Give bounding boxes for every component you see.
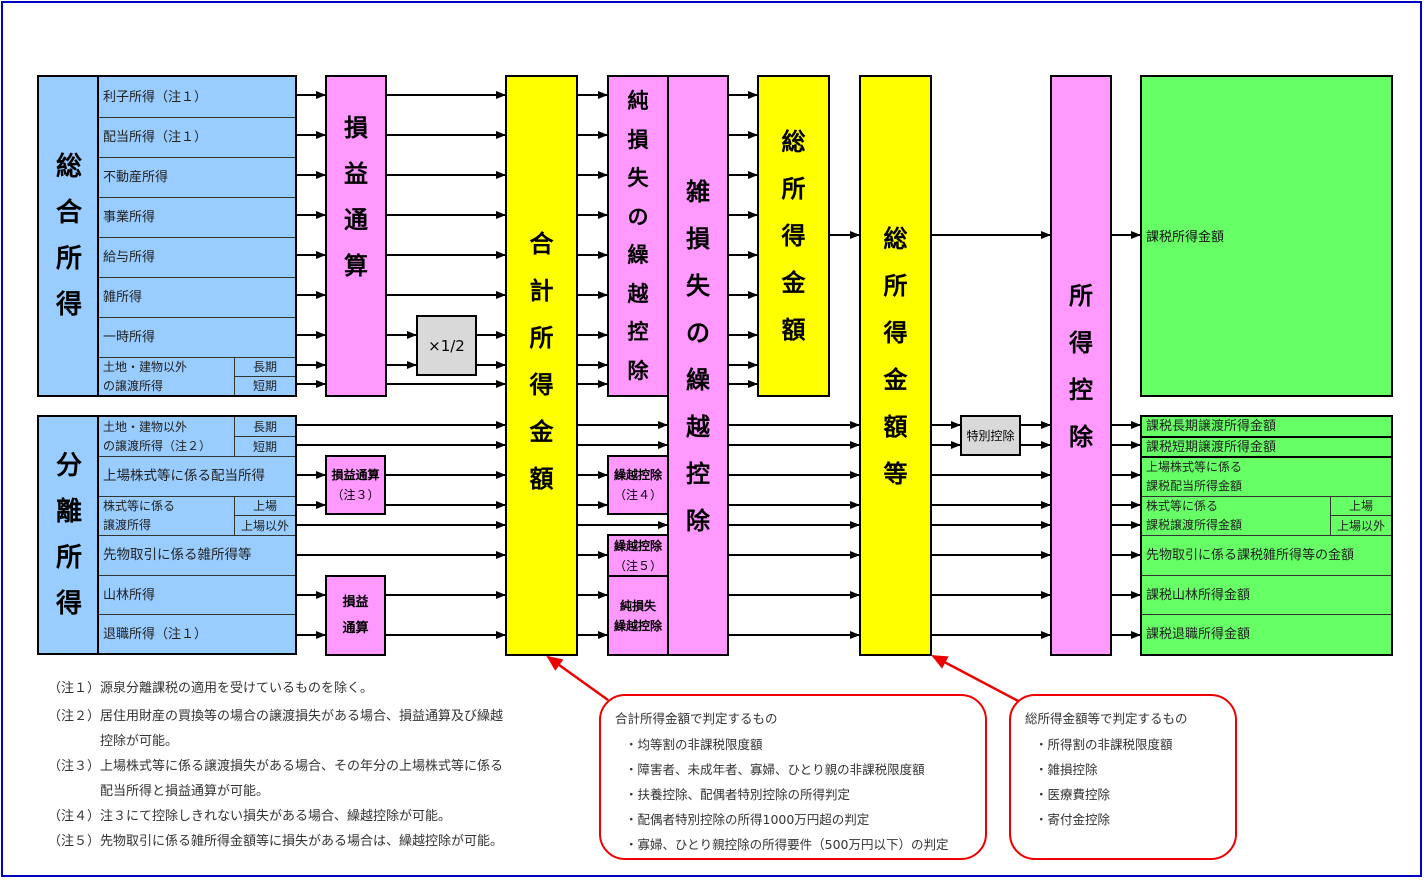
income-misc: 雑所得 <box>99 277 295 317</box>
kazei-shotoku-box: 課税所得金額 <box>1140 75 1393 397</box>
half-multiplier-label: ×1/2 <box>428 336 465 355</box>
bunri-stock-unlisted: 上場以外 <box>234 515 295 535</box>
so-shotoku-kingaku-box: 総 所 得 金 額 <box>757 75 830 397</box>
bunri-shotoku-title: 分 離 所 得 <box>55 451 82 619</box>
result-dividend-line1: 上場株式等に係る <box>1142 456 1391 476</box>
shotoku-kojo-label: 所 得 控 除 <box>1069 282 1093 451</box>
bunri-forest: 山林所得 <box>99 575 295 614</box>
tokubetsu-kojo-box: 特別控除 <box>960 415 1021 456</box>
bunri-retirement: 退職所得（注１） <box>99 614 295 653</box>
kurikoshi-note4-box: 繰越控除 （注４） <box>607 455 669 515</box>
gokei-shotoku-kingaku-box: 合 計 所 得 金 額 <box>505 75 578 656</box>
soneki-sanrin-label: 損益 通算 <box>342 594 369 636</box>
income-transfer-line2: の譲渡所得 <box>103 378 164 393</box>
note-5: （注５） 先物取引に係る雑所得金額等に損失がある場合は、繰越控除が可能。 <box>48 834 504 849</box>
kurikoshi-note5-label: 繰越控除 （注５） <box>613 538 662 573</box>
bunri-stock-line2: 譲渡所得 <box>103 518 152 532</box>
callout-so-shotoku-item: ・所得割の非課税限度額 <box>1035 737 1173 752</box>
result-dividend-line2: 課税配当所得金額 <box>1146 479 1243 493</box>
result-stock-unlisted: 上場以外 <box>1330 515 1391 535</box>
jun-sonshitsu-label: 純 損 失 の 繰 越 控 除 <box>627 89 649 383</box>
soneki-note3-box: 損益通算 （注３） <box>325 455 386 515</box>
income-interest: 利子所得（注１） <box>103 89 208 105</box>
soneki-tsusan-label: 損 益 通 算 <box>344 114 368 280</box>
result-stock-listed: 上場 <box>1330 496 1391 515</box>
income-salary: 給与所得 <box>99 237 295 277</box>
zasson-kurikoshi-box: 雑 損 失 の 繰 越 控 除 <box>667 75 729 656</box>
jun-kurikoshi-box: 純損失 繰越控除 <box>607 575 669 656</box>
callout-so-shotoku-item: ・医療費控除 <box>1035 787 1111 802</box>
bunri-listed-dividend: 上場株式等に係る配当所得 <box>99 456 295 496</box>
kazei-bunri-block: 課税長期譲渡所得金額 課税短期譲渡所得金額 上場株式等に係る 課税配当所得金額 … <box>1140 415 1393 656</box>
callout-gokei-item: ・障害者、未成年者、寡婦、ひとり親の非課税限度額 <box>625 762 925 777</box>
income-transfer-line1: 土地・建物以外 <box>99 357 234 376</box>
zasson-label: 雑 損 失 の 繰 越 控 除 <box>686 178 710 535</box>
footnotes: （注１） 源泉分離課税の適用を受けているものを除く。 （注２） 居住用財産の買換… <box>48 676 503 854</box>
income-transfer-short: 短期 <box>234 376 295 395</box>
jun-sonshitsu-kurikoshi-box: 純 損 失 の 繰 越 控 除 <box>607 75 669 397</box>
soneki-note3-label: 損益通算 （注３） <box>331 468 380 502</box>
sogo-shotoku-title: 総 合 所 得 <box>55 152 82 320</box>
result-short-transfer: 課税短期譲渡所得金額 <box>1142 436 1391 456</box>
half-multiplier-box: ×1/2 <box>416 315 477 376</box>
kazei-shotoku-label: 課税所得金額 <box>1146 229 1225 245</box>
result-forest: 課税山林所得金額 <box>1142 575 1391 614</box>
callout-so-shotoku: 総所得金額等で判定するもの ・所得割の非課税限度額 ・雑損控除 ・医療費控除 ・… <box>1009 694 1237 860</box>
so-shotoku-label: 総 所 得 金 額 <box>781 127 806 344</box>
soneki-tsusan-box: 損 益 通 算 <box>325 75 387 397</box>
result-long-transfer: 課税長期譲渡所得金額 <box>1146 419 1277 434</box>
bunri-transfer-short: 短期 <box>234 436 295 456</box>
so-shotoku-kingaku-to-box: 総 所 得 金 額 等 <box>859 75 932 656</box>
gokei-shotoku-label: 合 計 所 得 金 額 <box>529 230 554 493</box>
income-transfer-long: 長期 <box>234 357 295 376</box>
sogo-shotoku-block: 総 合 所 得 利子所得（注１） 配当所得（注１） 不動産所得 事業所得 給与所… <box>37 75 297 397</box>
bunri-stock-listed: 上場 <box>234 496 295 515</box>
so-shotoku-to-label: 総 所 得 金 額 等 <box>883 225 908 488</box>
callout-so-shotoku-item: ・雑損控除 <box>1035 762 1098 777</box>
result-stock-line1: 株式等に係る <box>1142 496 1330 515</box>
note-4: （注４） 注３にて控除しきれない損失がある場合、繰越控除が可能。 <box>48 809 452 824</box>
jun-kurikoshi-label: 純損失 繰越控除 <box>613 598 662 633</box>
shotoku-kojo-box: 所 得 控 除 <box>1050 75 1112 656</box>
bunri-transfer-long: 長期 <box>234 417 295 436</box>
bunri-transfer-line2: の譲渡所得（注２） <box>103 439 212 453</box>
callout-gokei-item: ・扶養控除、配偶者特別控除の所得判定 <box>625 787 851 802</box>
bunri-transfer-line1: 土地・建物以外 <box>103 419 188 434</box>
kurikoshi-note4-label: 繰越控除 （注４） <box>613 468 662 502</box>
result-futures: 先物取引に係る課税雑所得等の金額 <box>1142 535 1391 575</box>
tokubetsu-kojo-label: 特別控除 <box>966 428 1015 443</box>
income-real-estate: 不動産所得 <box>99 157 295 197</box>
soneki-sanrin-box: 損益 通算 <box>325 575 386 656</box>
income-temporary: 一時所得 <box>99 317 295 357</box>
bunri-shotoku-block: 分 離 所 得 土地・建物以外 の譲渡所得（注２） 長期 短期 上場株式等に係る… <box>37 415 297 655</box>
note-2: （注２） 居住用財産の買換等の場合の譲渡損失がある場合、損益通算及び繰越 <box>48 709 504 724</box>
callout-so-shotoku-item: ・寄付金控除 <box>1035 812 1111 827</box>
bunri-futures: 先物取引に係る雑所得等 <box>99 535 295 575</box>
callout-gokei-item: ・配偶者特別控除の所得1000万円超の判定 <box>625 812 870 827</box>
note-3: （注３） 上場株式等に係る譲渡損失がある場合、その年分の上場株式等に係る <box>48 759 504 774</box>
income-dividend: 配当所得（注１） <box>99 117 295 157</box>
note-1: （注１） 源泉分離課税の適用を受けているものを除く。 <box>48 681 374 696</box>
income-business: 事業所得 <box>99 197 295 237</box>
result-retirement: 課税退職所得金額 <box>1142 614 1391 654</box>
callout-gokei-title: 合計所得金額で判定するもの <box>615 711 778 726</box>
callout-so-shotoku-title: 総所得金額等で判定するもの <box>1025 711 1188 726</box>
result-stock-line2: 課税譲渡所得金額 <box>1146 518 1243 532</box>
callout-gokei-item: ・寡婦、ひとり親控除の所得要件（500万円以下）の判定 <box>625 837 949 852</box>
callout-gokei-item: ・均等割の非課税限度額 <box>625 737 763 752</box>
kurikoshi-note5-box: 繰越控除 （注５） <box>607 534 669 577</box>
callout-gokei-shotoku: 合計所得金額で判定するもの ・均等割の非課税限度額 ・障害者、未成年者、寡婦、ひ… <box>599 694 987 860</box>
bunri-stock-line1: 株式等に係る <box>99 496 234 515</box>
